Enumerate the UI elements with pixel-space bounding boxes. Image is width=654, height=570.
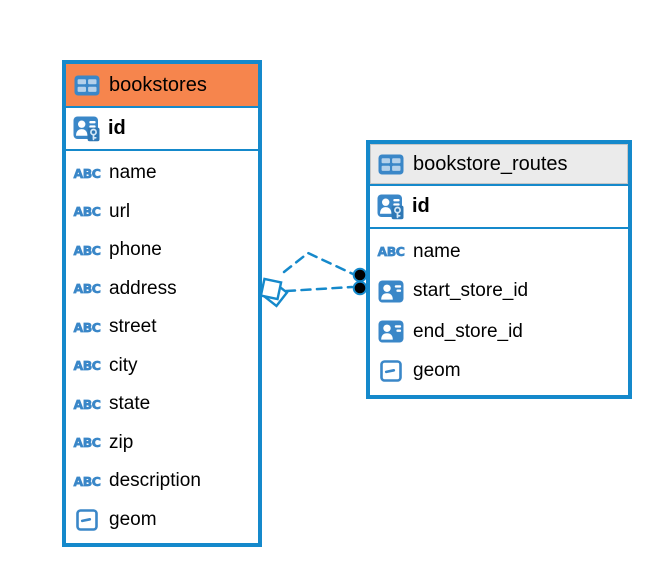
text-type-icon: ABC — [73, 396, 101, 412]
primary-key-name: id — [108, 117, 126, 139]
column-row-url[interactable]: ABC url — [66, 192, 258, 231]
column-name: phone — [109, 239, 162, 261]
reference-type-icon — [377, 320, 405, 343]
column-name: start_store_id — [413, 280, 529, 302]
column-name: state — [109, 393, 151, 415]
table-icon — [377, 154, 405, 175]
primary-key-name: id — [412, 195, 430, 217]
column-name: city — [109, 354, 138, 376]
table-icon — [73, 75, 101, 96]
relationship-line-start-store[interactable] — [282, 251, 355, 276]
primary-key-icon — [72, 116, 100, 142]
column-name: geom — [413, 360, 461, 382]
column-name: name — [413, 240, 461, 262]
column-name: geom — [109, 508, 157, 530]
column-row-geom[interactable]: geom — [370, 351, 628, 391]
text-type-icon: ABC — [73, 242, 101, 258]
column-row-name[interactable]: ABC name — [370, 232, 628, 272]
text-type-icon: ABC — [73, 281, 101, 297]
relationship-line-end-store[interactable] — [284, 285, 354, 293]
column-row-geom[interactable]: geom — [66, 500, 258, 539]
primary-key-icon — [376, 194, 404, 220]
primary-key-row[interactable]: id — [370, 186, 628, 229]
relationship-diamond-marker[interactable] — [259, 277, 289, 308]
column-row-city[interactable]: ABC city — [66, 346, 258, 385]
column-row-zip[interactable]: ABC zip — [66, 423, 258, 462]
entity-table-bookstore-routes[interactable]: bookstore_routes id ABC — [366, 140, 632, 399]
text-type-icon: ABC — [73, 204, 101, 220]
column-list: ABC name start_store_id — [370, 229, 628, 395]
text-type-icon: ABC — [377, 244, 405, 260]
column-name: zip — [109, 431, 134, 453]
text-type-icon: ABC — [73, 435, 101, 451]
column-row-name[interactable]: ABC name — [66, 154, 258, 193]
column-row-address[interactable]: ABC address — [66, 269, 258, 308]
table-title: bookstores — [109, 73, 207, 96]
column-name: street — [109, 316, 157, 338]
geometry-type-icon — [73, 508, 101, 531]
column-name: address — [109, 277, 177, 299]
text-type-icon: ABC — [73, 319, 101, 335]
text-type-icon: ABC — [73, 358, 101, 374]
text-type-icon: ABC — [73, 165, 101, 181]
column-row-start-store-id[interactable]: start_store_id — [370, 271, 628, 312]
reference-type-icon — [377, 280, 405, 303]
column-name: url — [109, 200, 131, 222]
column-name: description — [109, 470, 201, 492]
column-row-state[interactable]: ABC state — [66, 385, 258, 424]
column-row-phone[interactable]: ABC phone — [66, 231, 258, 270]
column-row-street[interactable]: ABC street — [66, 308, 258, 347]
geometry-type-icon — [377, 360, 405, 383]
relationship-dot-marker[interactable] — [352, 267, 368, 296]
column-row-description[interactable]: ABC description — [66, 462, 258, 501]
column-name: name — [109, 162, 157, 184]
text-type-icon: ABC — [73, 473, 101, 489]
column-row-end-store-id[interactable]: end_store_id — [370, 311, 628, 352]
entity-table-bookstores[interactable]: bookstores id ABC — [62, 60, 262, 547]
table-header-bookstores[interactable]: bookstores — [66, 64, 258, 108]
column-list: ABC name ABC url ABC phone ABC address A… — [66, 151, 258, 543]
column-name: end_store_id — [413, 320, 523, 342]
table-header-bookstore-routes[interactable]: bookstore_routes — [370, 144, 628, 186]
primary-key-row[interactable]: id — [66, 108, 258, 151]
table-title: bookstore_routes — [413, 152, 568, 175]
